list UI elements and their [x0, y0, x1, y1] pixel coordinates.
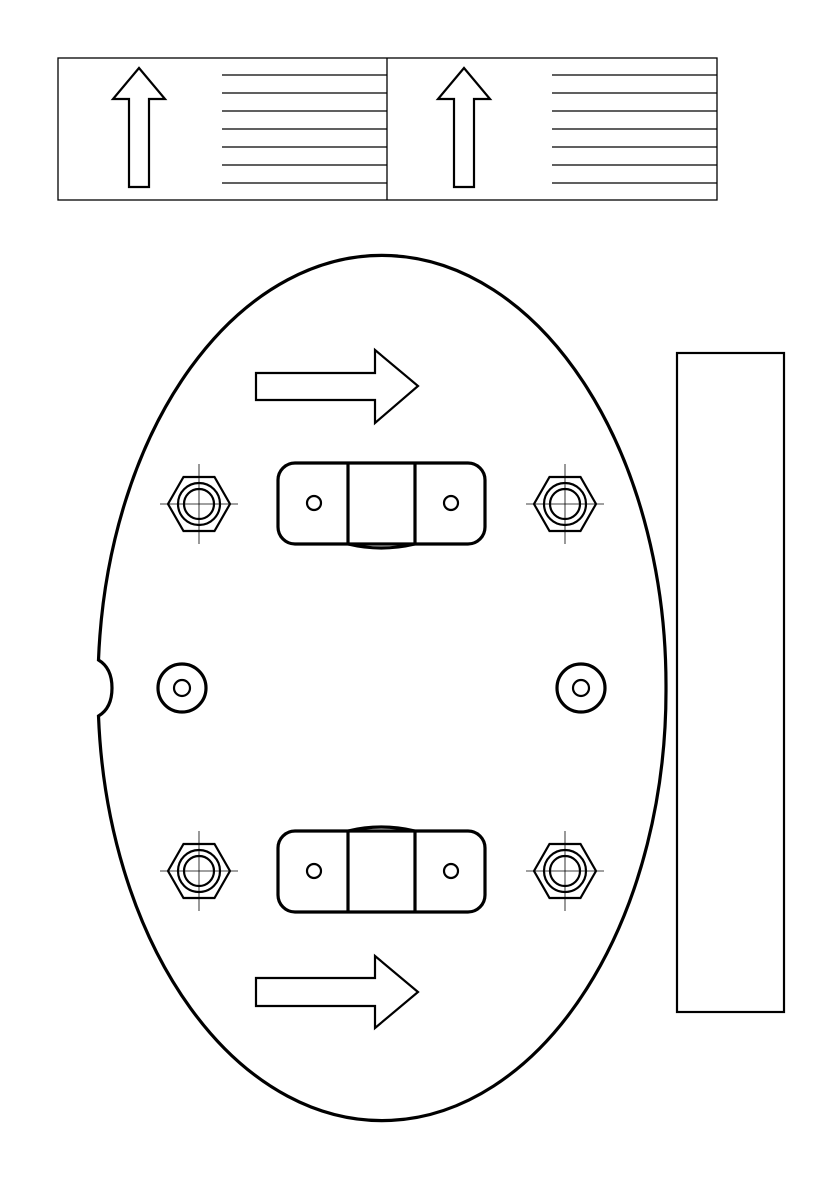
writing-lines-left: [222, 75, 387, 183]
plate-outline: [99, 255, 667, 1120]
boss-outer-ring: [158, 664, 206, 712]
bracket-hole: [444, 496, 458, 510]
bracket-top: [278, 463, 485, 548]
bracket-body: [278, 831, 485, 912]
bracket-body: [278, 463, 485, 544]
boss-hole: [174, 680, 190, 696]
label-strip: [58, 58, 717, 200]
writing-lines-right: [552, 75, 717, 183]
hex-nut-top-left: [160, 464, 238, 544]
bracket-hole: [307, 864, 321, 878]
side-strip: [677, 353, 784, 1012]
up-arrow-icon: [438, 68, 490, 187]
hex-nut-bottom-left: [160, 831, 238, 911]
hex-nut-top-right: [526, 464, 604, 544]
hex-nut-bottom-right: [526, 831, 604, 911]
right-arrow-icon: [256, 956, 418, 1028]
round-boss-right: [557, 664, 605, 712]
boss-hole: [573, 680, 589, 696]
boss-outer-ring: [557, 664, 605, 712]
bracket-hole: [444, 864, 458, 878]
bracket-bottom: [278, 827, 485, 912]
label-panel-left: [113, 68, 387, 187]
right-arrow-icon: [256, 350, 418, 423]
label-panel-right: [438, 68, 717, 187]
round-boss-left: [158, 664, 206, 712]
up-arrow-icon: [113, 68, 165, 187]
oval-plate: [99, 255, 667, 1120]
bracket-hole: [307, 496, 321, 510]
